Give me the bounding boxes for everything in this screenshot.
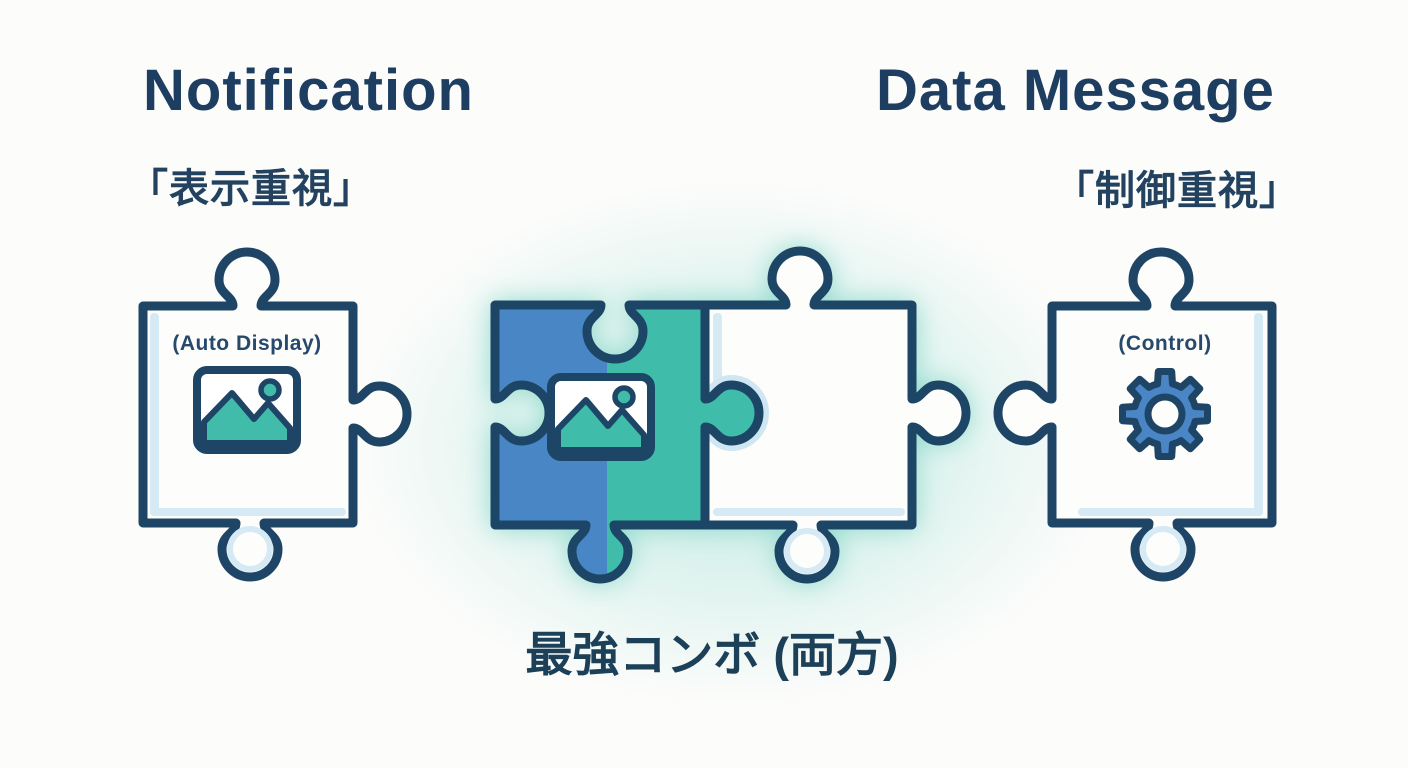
combo-caption: 最強コンボ (両方) (525, 628, 899, 681)
inner-shadow (150, 508, 346, 516)
image-icon (197, 370, 297, 450)
inner-shadow (713, 508, 905, 516)
inner-shadow (150, 313, 159, 516)
inner-shadow (1078, 508, 1263, 516)
image-icon (551, 377, 651, 457)
notification-subtitle: 「表示重視」 (128, 167, 374, 211)
combo-puzzle-pieces (490, 246, 971, 584)
data-message-subtitle: 「制御重視」 (1054, 169, 1300, 213)
inner-shadow (227, 526, 273, 572)
notification-title: Notification (143, 58, 474, 123)
inner-shadow (1140, 526, 1186, 572)
notification-puzzle-piece (138, 247, 412, 582)
inner-shadow (713, 313, 722, 391)
gear-icon (1123, 372, 1208, 457)
data-message-puzzle-piece (993, 247, 1277, 582)
data-message-title: Data Message (876, 58, 1275, 123)
inner-shadow (1254, 313, 1263, 516)
combo-colored-piece-outline (490, 300, 764, 584)
data-message-piece-label: (Control) (1118, 332, 1212, 355)
inner-shadow (784, 528, 830, 574)
notification-piece-label: (Auto Display) (172, 332, 322, 355)
